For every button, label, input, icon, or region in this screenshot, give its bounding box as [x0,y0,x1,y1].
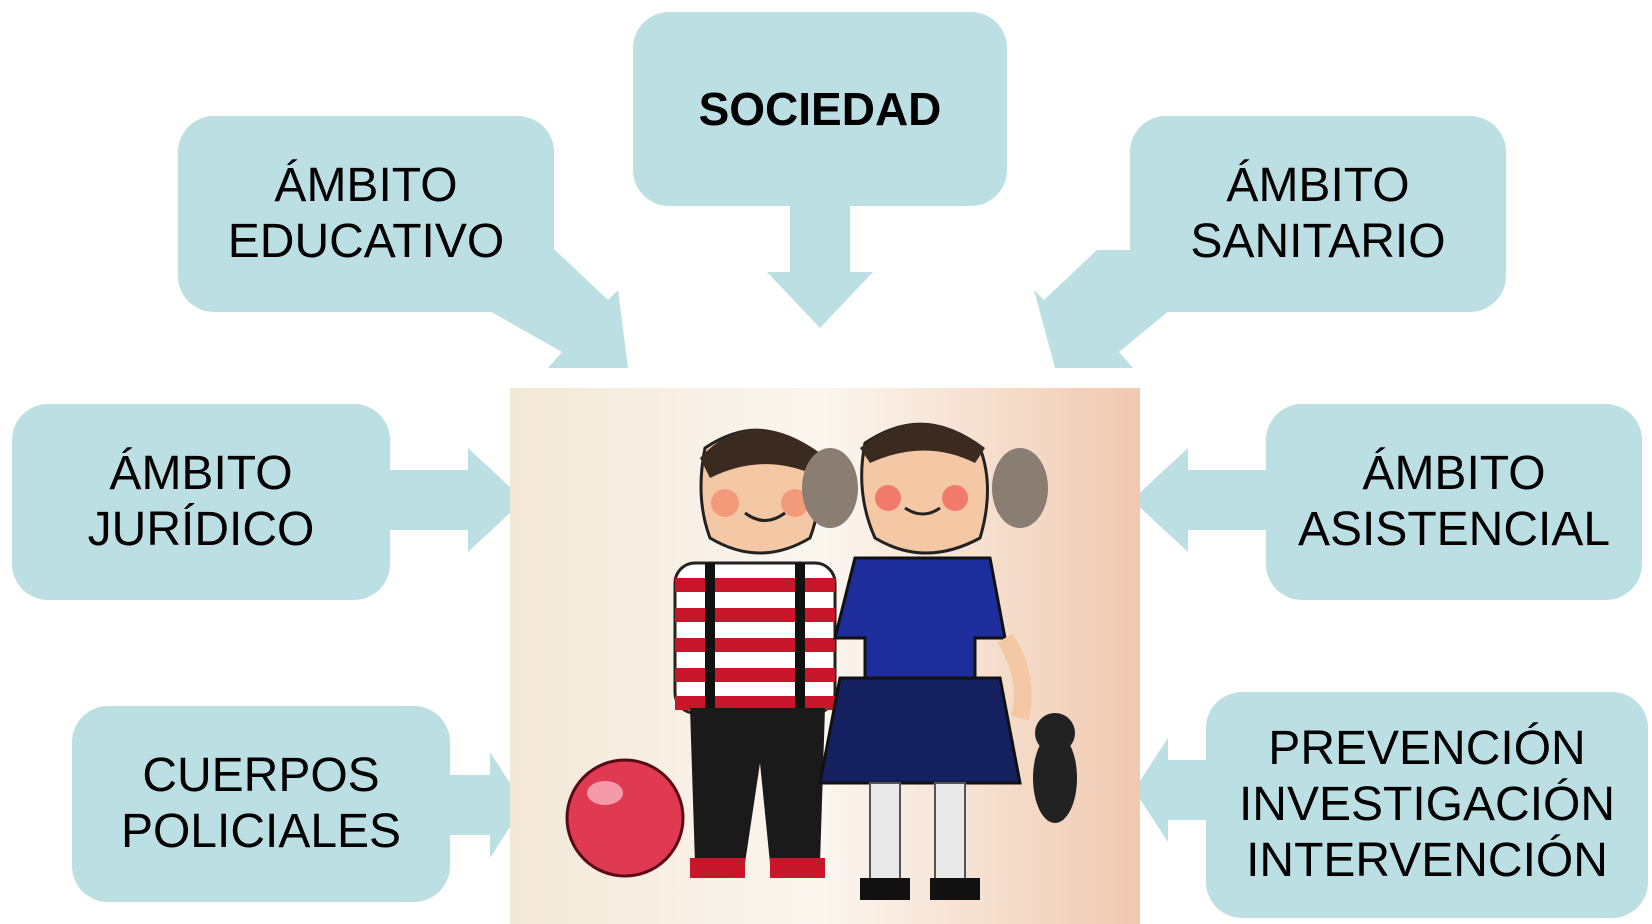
box-sanitario-line-1: ÁMBITO [1226,159,1410,212]
arrow-juridico [380,448,524,552]
arrow-prevencion [1134,738,1215,842]
box-juridico-line-1: ÁMBITO [109,447,293,500]
box-ambito-juridico: ÁMBITO JURÍDICO [12,404,390,600]
box-educativo-line-2: EDUCATIVO [227,215,505,268]
girl-figure [802,422,1077,900]
box-asistencial-line-1: ÁMBITO [1362,447,1546,500]
box-prevencion-line-3: INTERVENCIÓN [1246,834,1608,887]
box-asistencial-line-2: ASISTENCIAL [1297,503,1611,556]
box-educativo-line-1: ÁMBITO [274,159,458,212]
box-policiales-line-1: CUERPOS [142,749,380,802]
arrow-policiales [440,752,524,858]
box-prevencion-line-2: INVESTIGACIÓN [1238,778,1616,831]
box-prevencion-investigacion-intervencion: PREVENCIÓN INVESTIGACIÓN INTERVENCIÓN [1206,692,1648,918]
box-ambito-educativo: ÁMBITO EDUCATIVO [178,116,554,312]
boy-figure [565,428,837,878]
box-ambito-asistencial: ÁMBITO ASISTENCIAL [1266,404,1642,600]
box-sociedad-line-1: SOCIEDAD [698,83,942,135]
box-sanitario-line-2: SANITARIO [1190,215,1446,268]
arrow-asistencial [1132,448,1272,552]
box-prevencion-line-1: PREVENCIÓN [1268,722,1586,775]
box-ambito-sanitario: ÁMBITO SANITARIO [1130,116,1506,312]
box-policiales-line-2: POLICIALES [120,805,402,858]
box-sociedad: SOCIEDAD [633,12,1007,206]
children-illustration [510,388,1140,924]
box-cuerpos-policiales: CUERPOS POLICIALES [72,706,450,902]
box-juridico-line-2: JURÍDICO [87,503,315,556]
arrow-sociedad [767,200,873,328]
